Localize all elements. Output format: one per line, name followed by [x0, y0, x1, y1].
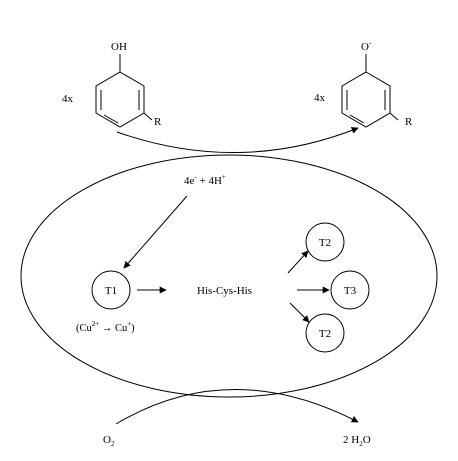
copper-reduction-label: (Cu2+ → Cu+)	[76, 320, 135, 334]
phenoxy-ring-inner-bond	[349, 114, 365, 124]
t2-bottom-node: T2	[305, 313, 345, 353]
phenol-ring-inner-bond	[103, 114, 119, 124]
phenol-count-label: 4x	[62, 93, 74, 105]
t3-label: T3	[344, 285, 357, 297]
water-label: 2 H2O	[343, 434, 371, 448]
t2-bottom-circle	[305, 313, 345, 353]
t2-top-label: T2	[319, 237, 331, 249]
phenoxy-o-label: O-	[361, 39, 372, 53]
t3-circle	[330, 270, 370, 310]
phenoxy-ring	[341, 71, 391, 128]
phenol-r-label: R	[154, 116, 162, 128]
t1-circle	[91, 270, 131, 310]
phenol-r-bond	[143, 112, 153, 121]
phenol-reactant: OH 4x R	[62, 41, 162, 128]
t2-bottom-label: T2	[319, 328, 331, 340]
bridge-to-t2-top-arrow	[287, 250, 309, 274]
t1-label: T1	[105, 285, 117, 297]
phenoxy-product: O- 4x R	[314, 39, 413, 128]
phenol-oh-label: OH	[111, 41, 127, 53]
electron-proton-label: 4e- + 4H+	[184, 173, 226, 187]
t1-node: T1	[91, 270, 131, 310]
t3-node: T3	[330, 270, 370, 310]
bridge-to-t2-bottom-arrow	[289, 302, 310, 323]
oxygen-label: O2	[103, 434, 115, 448]
phenoxy-r-label: R	[405, 116, 413, 128]
his-cys-his-label: His-Cys-His	[197, 285, 252, 297]
electron-transfer-arrow	[123, 195, 188, 269]
oxidation-curve-arrow	[116, 127, 359, 153]
phenoxy-count-label: 4x	[314, 92, 326, 104]
t2-top-circle	[305, 222, 345, 262]
t2-top-node: T2	[305, 222, 345, 262]
phenoxy-r-bond	[389, 112, 399, 121]
oxygen-reduction-curve-arrow	[115, 389, 359, 425]
phenol-ring	[95, 71, 145, 128]
enzyme-ellipse	[20, 154, 438, 398]
